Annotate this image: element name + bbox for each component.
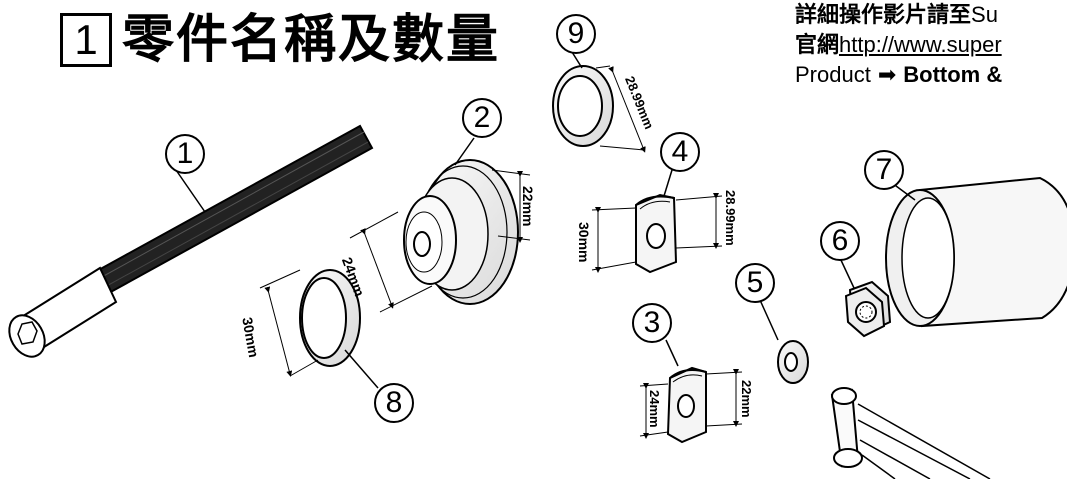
dim-label-p2-22mm: 22mm <box>520 186 536 227</box>
section-number: 1 <box>60 13 112 67</box>
info-video-text: 詳細操作影片請至 <box>795 2 972 28</box>
info-line-3: Product ➡ Bottom & <box>795 60 1067 90</box>
callout-9: 9 <box>556 14 596 54</box>
dim-label-p3-24mm: 24mm <box>647 390 662 428</box>
dim-label-p4-2899mm: 28.99mm <box>723 190 738 246</box>
info-site-label: 官網 <box>795 32 840 58</box>
info-video-suffix: Su <box>971 2 998 27</box>
info-line-2: 官網http://www.super <box>795 30 1067 60</box>
part-4-bracket <box>591 169 723 274</box>
part-6-hex-nut <box>839 257 892 338</box>
dim-label-p3-22mm: 22mm <box>739 380 754 418</box>
callout-3: 3 <box>632 303 672 343</box>
part-5-washer <box>759 299 809 384</box>
callout-4: 4 <box>660 132 700 172</box>
bottom-axle-assembly <box>830 387 991 479</box>
section-title: 1 零件名稱及數量 <box>60 8 500 72</box>
section-heading: 零件名稱及數量 <box>122 9 501 70</box>
part-1-rod <box>8 124 374 358</box>
callout-5: 5 <box>735 263 775 303</box>
info-line-1: 詳細操作影片請至Su <box>795 0 1067 30</box>
part-2-stepped-bushing <box>349 137 531 313</box>
callout-7: 7 <box>864 150 904 190</box>
info-product-label: Product <box>795 62 871 87</box>
video-info-block: 詳細操作影片請至Su 官網http://www.super Product ➡ … <box>795 0 1067 90</box>
info-product-category: Bottom & <box>903 62 1003 87</box>
part-3-bracket <box>639 339 743 444</box>
part-8-ring <box>259 269 379 389</box>
part-7-sleeve <box>885 176 1067 328</box>
callout-8: 8 <box>374 383 414 423</box>
callout-6: 6 <box>820 221 860 261</box>
info-site-link[interactable]: http://www.super <box>839 32 1002 57</box>
part-9-cup-ring <box>552 51 646 153</box>
right-arrow-icon: ➡ <box>877 63 897 88</box>
dim-label-p4-30mm: 30mm <box>576 222 592 263</box>
callout-1: 1 <box>165 134 205 174</box>
callout-2: 2 <box>462 98 502 138</box>
